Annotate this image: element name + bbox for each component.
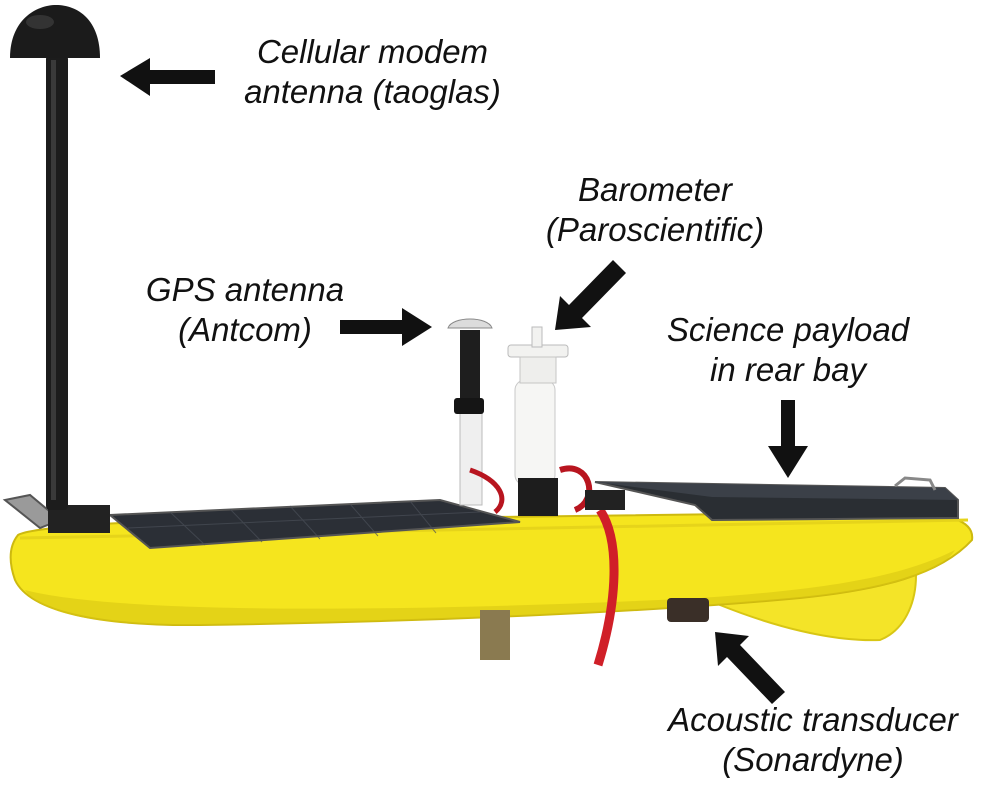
science-payload-label: Science payload in rear bay [628, 310, 948, 390]
barometer-label: Barometer (Paroscientific) [505, 170, 805, 250]
cellular-label-line1: Cellular modem [256, 33, 489, 70]
front-solar-panel [107, 498, 521, 550]
gps-antenna-body [460, 330, 480, 410]
acoustic-label-line2: (Sonardyne) [722, 741, 904, 778]
gps-label-line2: (Antcom) [178, 311, 312, 348]
science-label-line1: Science payload [666, 311, 910, 348]
acoustic-transducer [667, 598, 709, 622]
under-clamp [480, 610, 510, 660]
cellular-label-line2: antenna (taoglas) [244, 73, 501, 110]
barometer-base [518, 478, 558, 516]
mast-pole [46, 55, 68, 510]
gps-antenna-cap [447, 318, 493, 329]
barometer-body [514, 379, 556, 486]
science-label-line2: in rear bay [710, 351, 866, 388]
gps-label-line1: GPS antenna [145, 271, 345, 308]
cellular-antenna-label: Cellular modem antenna (taoglas) [205, 32, 540, 112]
barometer-label-line2: (Paroscientific) [545, 211, 765, 248]
barometer-label-line1: Barometer [577, 171, 733, 208]
acoustic-label-line1: Acoustic transducer [668, 701, 958, 738]
gps-mount-tube [459, 409, 483, 506]
red-strap [593, 507, 619, 667]
cellular-dome [10, 5, 100, 58]
gps-antenna-label: GPS antenna (Antcom) [120, 270, 370, 350]
arrow-icon [120, 58, 808, 704]
acoustic-transducer-label: Acoustic transducer (Sonardyne) [628, 700, 998, 780]
